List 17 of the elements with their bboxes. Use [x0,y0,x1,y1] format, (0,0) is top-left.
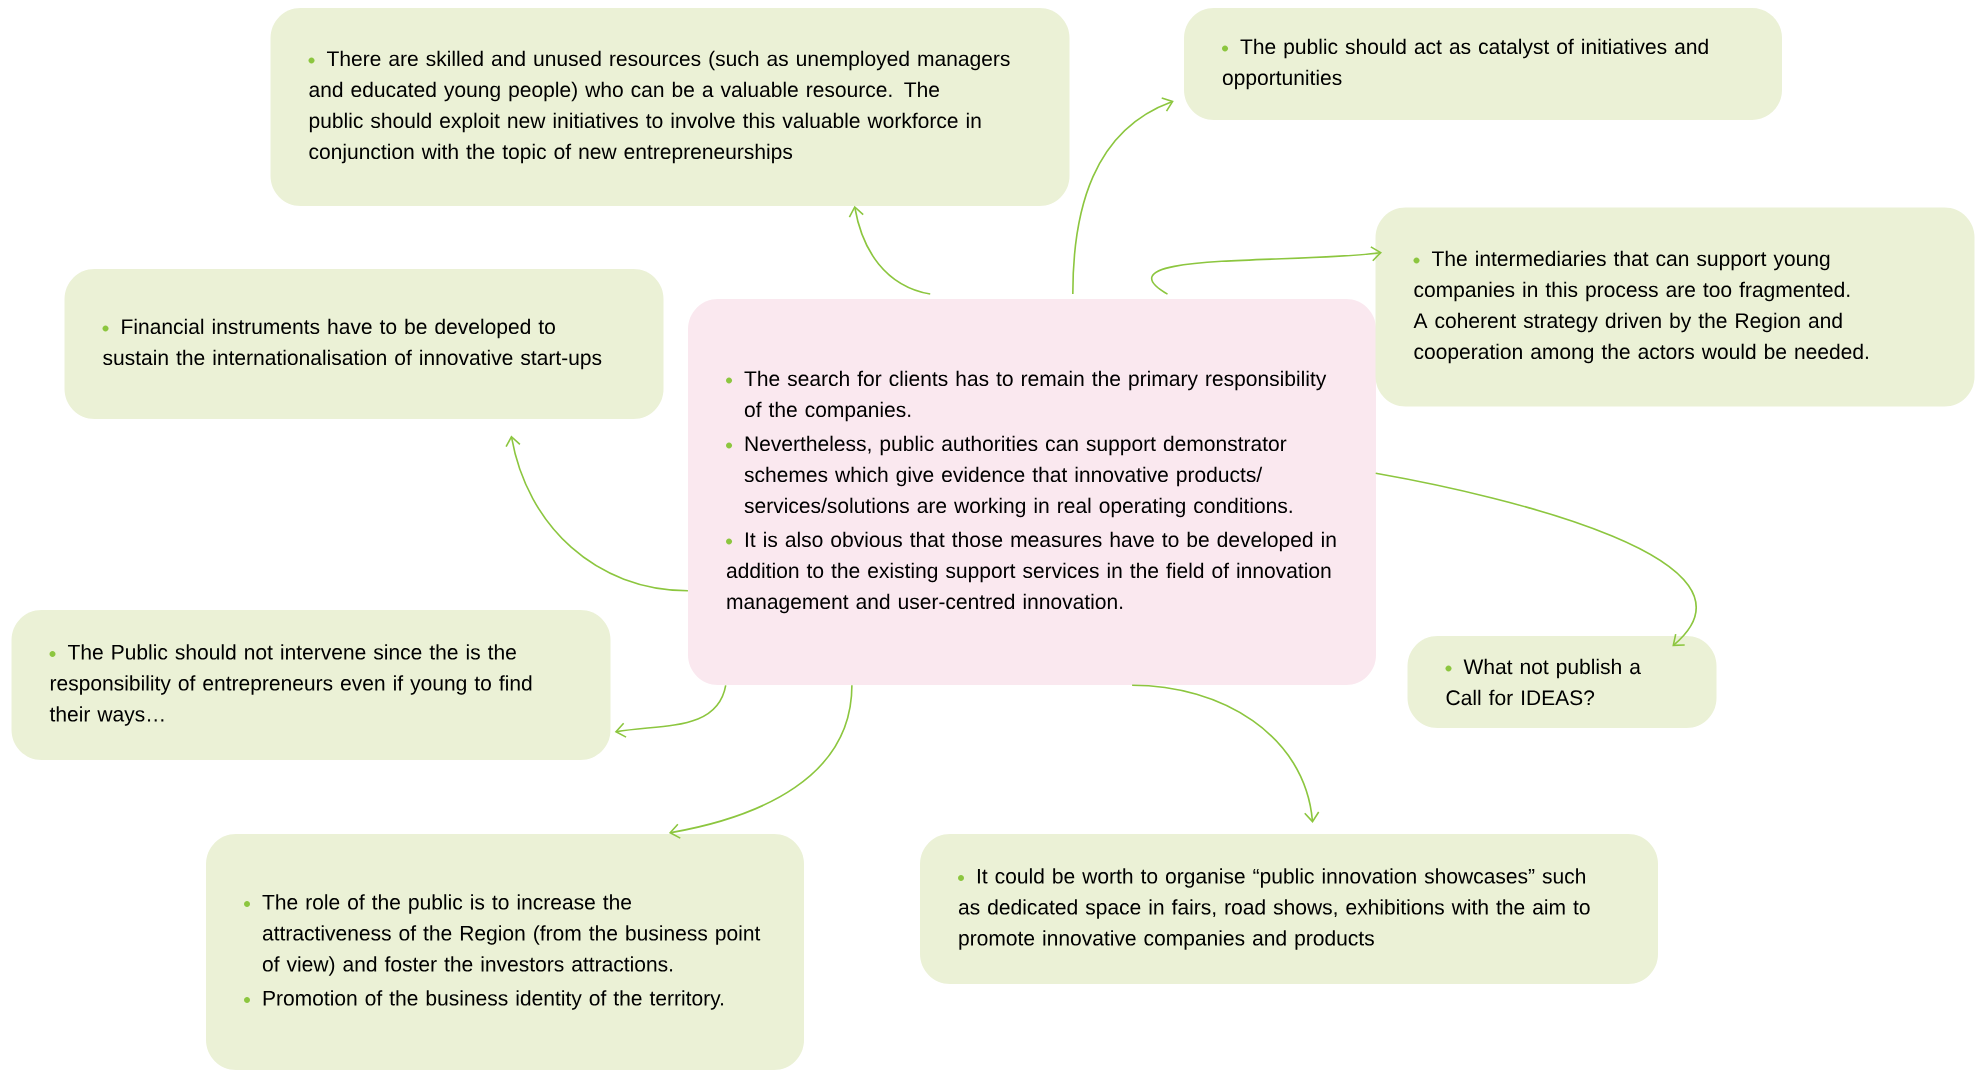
text-box: The search for clients has to remain the primary responsibility of the companies. Nevertheless, public authorities can support demonstrator schemes which give evidence that innovative products/ services/solutions are working in real operating conditions. It is also obvious that those measures have to be developed in addition to the existing support services in the field of innovation management and user-centred innovation. [688,299,1376,685]
text-box: There are skilled and unused resources (such as unemployed managers and educated young people) who can be a valuable resource. The public should exploit new initiatives to involve this valuable workforce in conjunction with the topic of new entrepreneurships [270,8,1070,206]
arrow [1072,97,1174,295]
arrow [1374,472,1697,647]
arrow [614,684,727,738]
arrow [848,205,931,295]
arrow [1131,684,1320,823]
text-box: The intermediaries that can support young companies in this process are too fragmented. A coherent strategy driven by the Region and cooperation among the actors would be needed. [1375,207,1975,407]
arrow [668,684,853,839]
arrow [1151,246,1382,295]
text-box: The Public should not intervene since the is the responsibility of entrepreneurs even if young to find their ways… [11,610,611,760]
text-box: It could be worth to organise “public innovation showcases” such as dedicated space in fairs, road shows, exhibitions with the aim to promote innovative companies and products [920,834,1658,984]
text-box: Financial instruments have to be developed to sustain the internationalisation of innovative start-ups [64,269,664,419]
arrow [505,435,689,592]
text-box: What not publish a Call for IDEAS? [1407,636,1717,728]
text-box: The role of the public is to increase the attractiveness of the Region (from the business point of view) and foster the investors attractions. Promotion of the business identity of the territory. [206,834,804,1070]
text-box: The public should act as catalyst of initiatives and opportunities [1184,8,1782,120]
